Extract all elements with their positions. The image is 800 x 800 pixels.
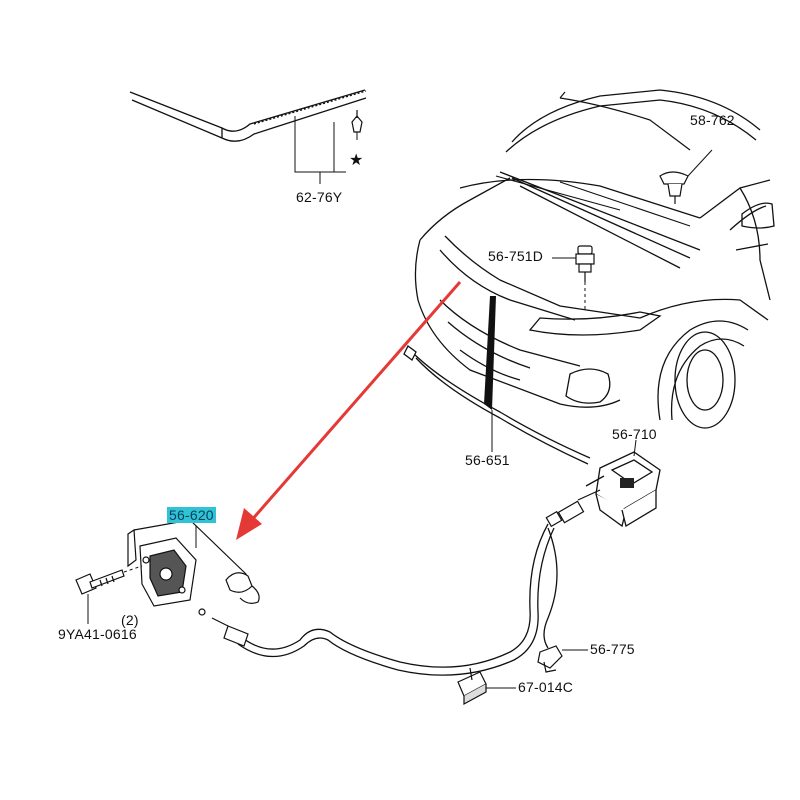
part-label-cable-clip: 56-775 xyxy=(590,641,635,657)
part-label-rubber-seal: 58-762 xyxy=(690,112,735,128)
release-lever-handle xyxy=(585,451,661,528)
bolt-icon xyxy=(75,569,125,595)
part-label-cushion: 56-751D xyxy=(488,248,544,264)
seal-clip-icon xyxy=(659,171,689,204)
star-marker-icon: ★ xyxy=(349,150,363,169)
hood-release-cable xyxy=(403,345,591,465)
clip-icon xyxy=(457,667,487,706)
cable-clip-icon xyxy=(537,645,563,673)
hood-release-cable-main xyxy=(237,523,558,676)
rubber-seal-leader xyxy=(687,149,713,177)
moulding-leader-bracket xyxy=(294,116,346,184)
bolt-dashed-line xyxy=(123,565,143,573)
hood-latch-assembly xyxy=(127,519,260,607)
hood-cushion-icon xyxy=(575,245,595,282)
part-label-moulding: 62-76Y xyxy=(296,189,343,205)
part-label-release-cable: 56-651 xyxy=(465,452,510,468)
part-label-bolt: 9YA41-0616 xyxy=(58,626,137,642)
car-body-outline xyxy=(414,89,775,429)
cable-connector-icon xyxy=(545,489,601,528)
release-cable-wedge xyxy=(484,296,496,410)
moulding-clip-icon xyxy=(351,110,363,140)
part-label-clip: 67-014C xyxy=(518,679,574,695)
part-label-bolt-quantity: (2) xyxy=(121,612,139,628)
rubber-seal-line xyxy=(559,97,691,151)
part-label-release-lever: 56-710 xyxy=(612,426,657,442)
location-arrow xyxy=(236,281,462,540)
hood-moulding-strip xyxy=(129,89,367,142)
cable-end-fitting xyxy=(198,608,249,647)
release-lever-leader xyxy=(633,439,637,457)
part-label-hood-latch: 56-620 xyxy=(167,507,216,523)
wiper-blades xyxy=(495,175,691,227)
